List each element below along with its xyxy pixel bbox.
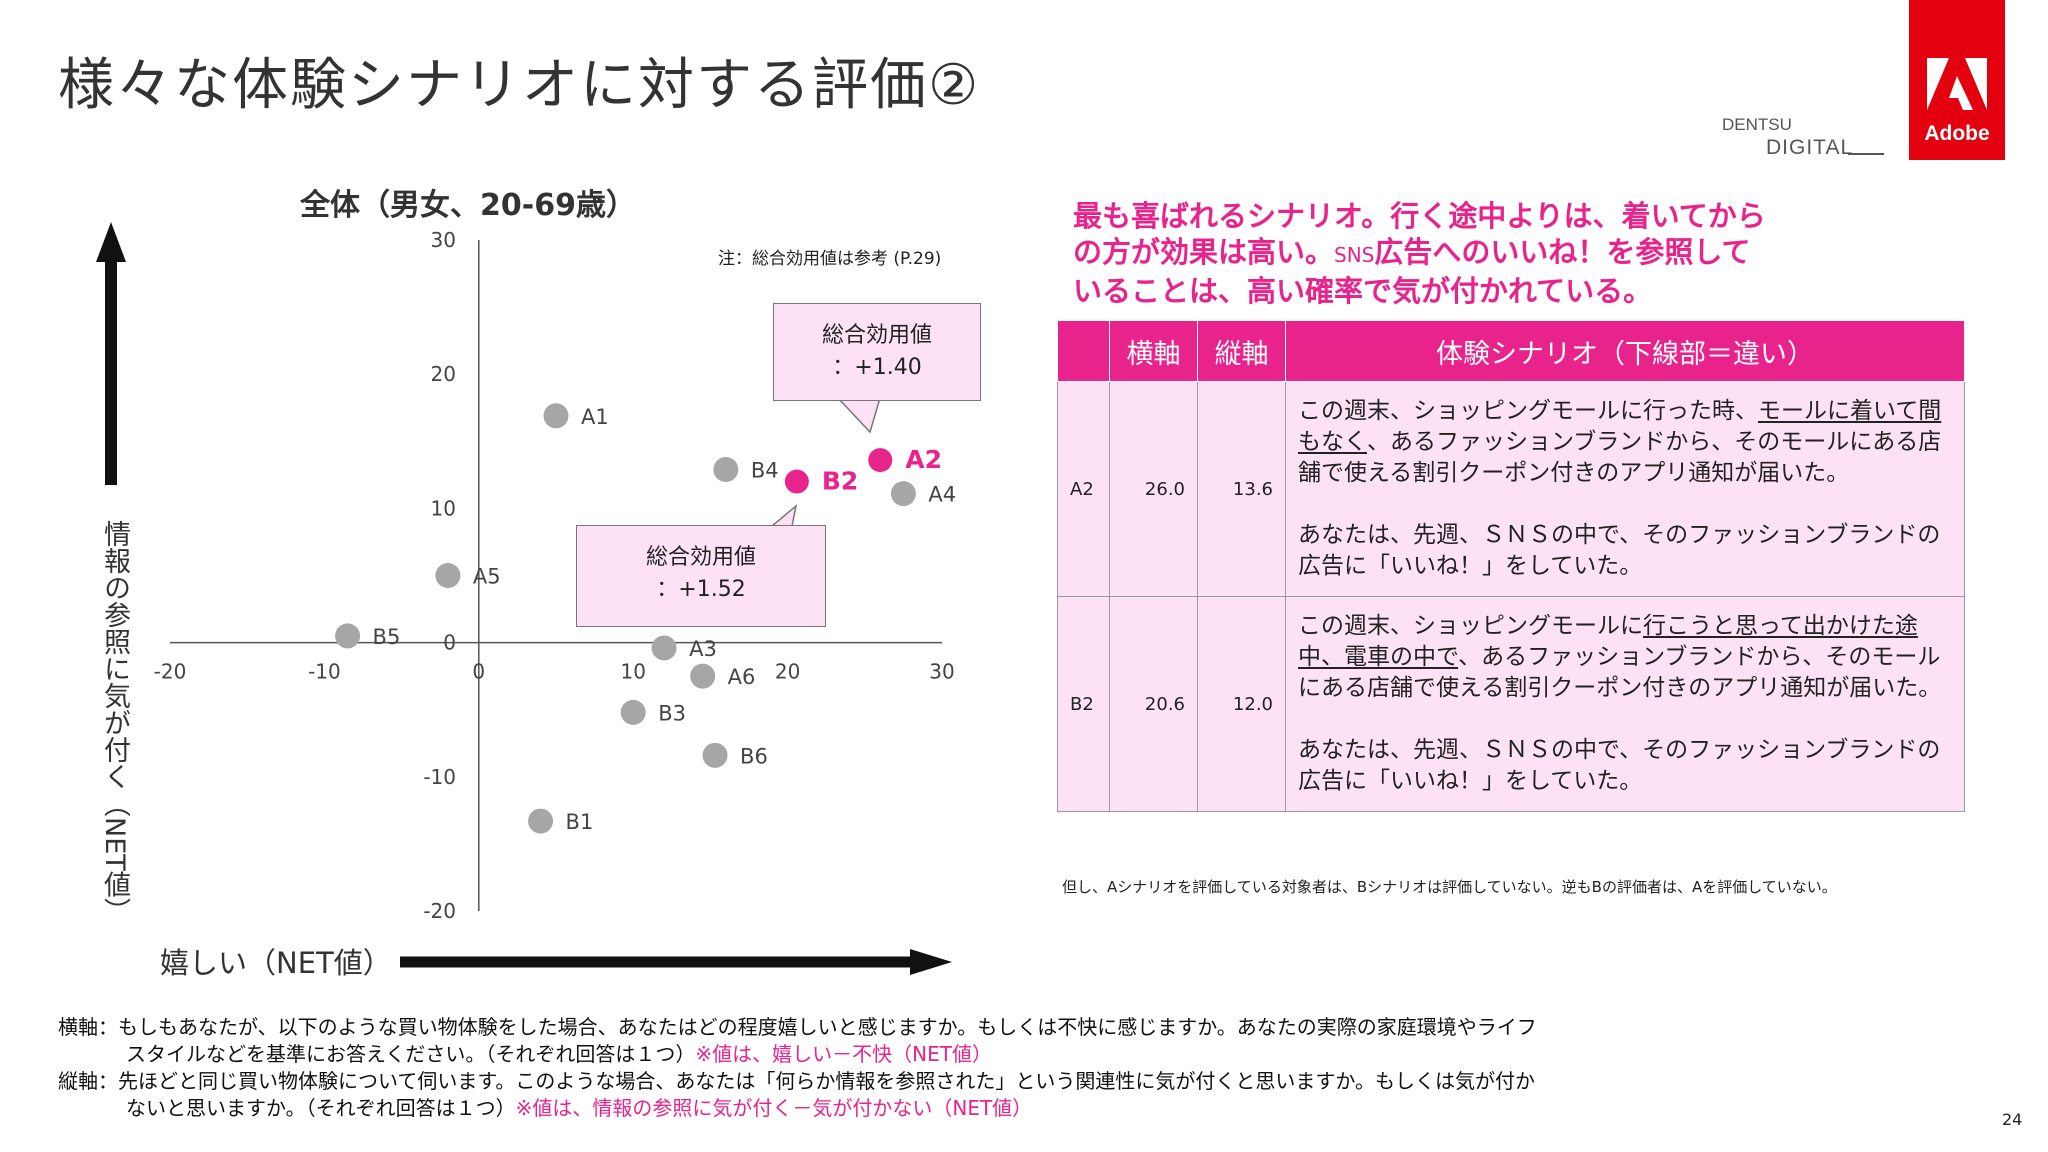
y-tick-label: -20 <box>423 899 456 923</box>
headline-line1: 最も喜ばれるシナリオ。行く途中よりは、着いてから <box>1073 199 1766 233</box>
table-header-y: 縦軸 <box>1197 320 1286 382</box>
footer-x-head: 横軸： <box>58 1015 118 1039</box>
scenario-difference: 行こうと思って出かけた途中、電車の中で <box>1298 613 1918 670</box>
row-id: A2 <box>1057 381 1110 597</box>
footer-y-head: 縦軸： <box>58 1069 118 1093</box>
data-point-b1 <box>528 808 554 834</box>
data-label-a4: A4 <box>928 483 956 507</box>
data-label-b2: B2 <box>822 467 858 496</box>
callout-b2-title: 総合効用値 <box>645 545 756 570</box>
x-tick-label: -10 <box>308 660 341 684</box>
data-point-a2 <box>868 448 893 473</box>
headline: 最も喜ばれるシナリオ。行く途中よりは、着いてから の方が効果は高い。SNS広告へ… <box>1073 198 1773 309</box>
data-point-a1 <box>543 403 569 429</box>
headline-line3: いることは、高い確率で気が付かれている。 <box>1073 274 1653 308</box>
footer-y-question: 縦軸：先ほどと同じ買い物体験について伺います。このような場合、あなたは「何らか情… <box>58 1069 1535 1120</box>
data-label-b3: B3 <box>658 701 686 725</box>
y-tick-label: 30 <box>431 228 456 252</box>
dentsu-logo-line2: DIGITAL <box>1766 136 1853 159</box>
callout-b2: 総合効用値 ：+1.52 <box>576 525 826 627</box>
row-x-value: 20.6 <box>1109 596 1198 812</box>
row-y-value: 12.0 <box>1197 596 1286 812</box>
row-x-value: 26.0 <box>1109 381 1198 597</box>
data-point-b2 <box>784 469 809 494</box>
data-point-b6 <box>702 742 728 768</box>
data-label-b5: B5 <box>373 625 401 649</box>
y-tick-label: -10 <box>423 765 456 789</box>
data-point-a3 <box>651 635 677 661</box>
y-tick-label: 10 <box>431 496 456 520</box>
y-direction-arrow-head <box>96 222 126 262</box>
headline-line2: の方が効果は高い。SNS広告へのいいね！を参照して <box>1073 235 1751 269</box>
data-label-b4: B4 <box>751 458 779 482</box>
y-axis-label: 情報の参照に気が付く（NET値） <box>99 520 130 925</box>
y-tick-label: 0 <box>443 631 456 655</box>
table-note: 但し、Aシナリオを評価している対象者は、Bシナリオは評価していない。逆もBの評価… <box>1062 878 1837 896</box>
x-tick-label: -20 <box>154 660 187 684</box>
footer-x-note: ※値は、嬉しい－不快（NET値） <box>695 1042 992 1066</box>
row-scenario: この週末、ショッピングモールに行こうと思って出かけた途中、電車の中で、あるファッ… <box>1285 596 1965 812</box>
data-point-a5 <box>435 563 461 588</box>
data-label-a6: A6 <box>728 665 756 689</box>
data-label-a1: A1 <box>581 405 609 429</box>
dentsu-digital-logo: DENTSU DIGITAL <box>1716 110 1888 160</box>
callout-a2: 総合効用値 ：+1.40 <box>773 303 981 401</box>
x-axis-label: 嬉しい（NET値） <box>160 946 392 980</box>
y-tick-label: 20 <box>431 362 456 386</box>
callout-a2-value: ：+1.40 <box>832 355 922 380</box>
page-number: 24 <box>2002 1110 2023 1129</box>
table-header-row: 横軸 縦軸 体験シナリオ（下線部＝違い） <box>1057 320 1965 382</box>
data-point-a4 <box>890 481 916 507</box>
table-header-blank <box>1057 320 1110 382</box>
data-point-a6 <box>690 663 716 689</box>
data-label-a5: A5 <box>473 565 501 589</box>
x-tick-label: 0 <box>472 660 485 684</box>
chart-title: 全体（男女、20-69歳） <box>300 188 636 223</box>
data-label-a3: A3 <box>689 637 717 661</box>
scenario-difference: モールに着いて間もなく <box>1298 398 1942 455</box>
data-point-b5 <box>335 623 361 649</box>
adobe-logo: Adobe <box>1909 0 2005 160</box>
table-row: A2 26.0 13.6 この週末、ショッピングモールに行った時、モールに着いて… <box>1057 381 1965 597</box>
data-label-b1: B1 <box>566 810 594 834</box>
table-header-scenario: 体験シナリオ（下線部＝違い） <box>1285 320 1965 382</box>
data-label-b6: B6 <box>740 744 768 768</box>
page-title: 様々な体験シナリオに対する評価② <box>58 53 981 118</box>
scenario-table: 横軸 縦軸 体験シナリオ（下線部＝違い） A2 26.0 13.6 この週末、シ… <box>1057 320 1965 812</box>
data-point-b3 <box>620 699 646 725</box>
row-scenario: この週末、ショッピングモールに行った時、モールに着いて間もなく、あるファッション… <box>1285 381 1965 597</box>
x-tick-label: 30 <box>929 660 954 684</box>
x-tick-label: 20 <box>775 660 800 684</box>
footer-y-note: ※値は、情報の参照に気が付く－気が付かない（NET値） <box>515 1096 1033 1120</box>
callout-b2-value: ：+1.52 <box>656 577 746 602</box>
chart-note: 注：総合効用値は参考 (P.29) <box>718 249 942 269</box>
table-row: B2 20.6 12.0 この週末、ショッピングモールに行こうと思って出かけた途… <box>1057 596 1965 812</box>
data-label-a2: A2 <box>905 445 942 474</box>
dentsu-logo-line1: DENTSU <box>1722 115 1792 134</box>
x-tick-label: 10 <box>620 660 645 684</box>
footer-x-question: 横軸：もしもあなたが、以下のような買い物体験をした場合、あなたはどの程度嬉しいと… <box>58 1015 1537 1066</box>
data-point-b4 <box>713 456 739 482</box>
callout-a2-title: 総合効用値 <box>821 323 932 348</box>
x-direction-arrow-head <box>910 949 952 975</box>
row-id: B2 <box>1057 596 1110 812</box>
adobe-logo-text: Adobe <box>1924 122 1989 145</box>
row-y-value: 13.6 <box>1197 381 1286 597</box>
table-header-x: 横軸 <box>1109 320 1198 382</box>
